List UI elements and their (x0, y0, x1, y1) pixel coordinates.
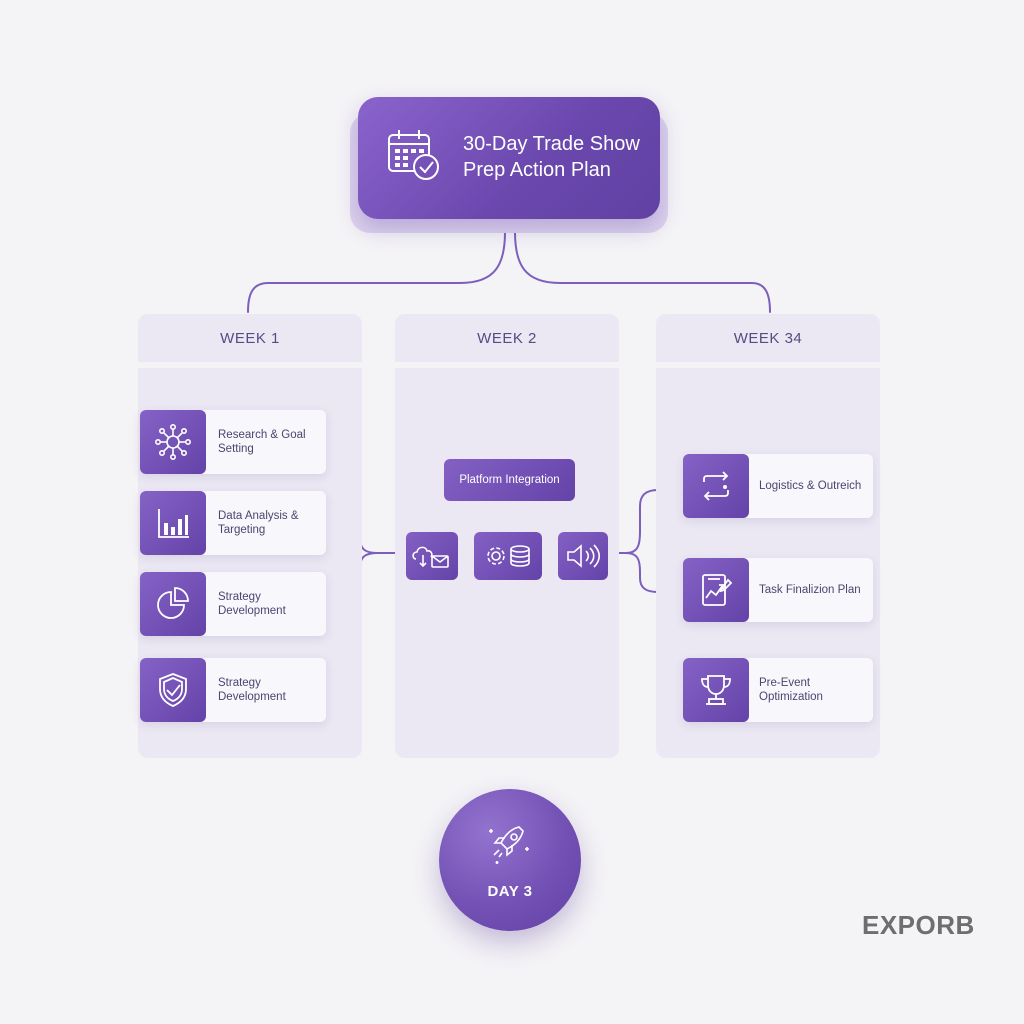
task-label: Data Analysis & Targeting (218, 510, 299, 536)
cloud-download-mail-icon (412, 546, 449, 568)
title-card: 30-Day Trade Show Prep Action Plan (358, 97, 660, 219)
brand-logo: EXPORB (862, 910, 975, 940)
week-2-header: WEEK 2 (395, 314, 619, 362)
task-label: Strategy Development (218, 591, 286, 617)
task-label: Pre-Event Optimization (759, 677, 823, 703)
task-label: Strategy Development (218, 677, 286, 703)
day-milestone-circle[interactable]: DAY 3 (439, 789, 581, 931)
task-finalization-plan[interactable]: Task Finalizion Plan (683, 558, 873, 622)
rocket-icon (489, 826, 529, 864)
swap-arrows-icon (683, 454, 749, 518)
shield-check-icon (140, 658, 206, 722)
task-pre-event-optimization[interactable]: Pre-Event Optimization (683, 658, 873, 722)
flow-node-speaker[interactable] (558, 532, 608, 580)
speaker-icon (567, 544, 601, 568)
network-hub-icon (140, 410, 206, 474)
task-logistics-outreach[interactable]: Logistics & Outreich (683, 454, 873, 518)
platform-integration-button[interactable]: Platform Integration (444, 459, 575, 501)
calendar-check-icon (388, 130, 439, 180)
task-strategy-development[interactable]: Strategy Development (140, 572, 326, 636)
gear-database-icon (487, 545, 530, 567)
task-strategy-development-2[interactable]: Strategy Development (140, 658, 326, 722)
task-label: Logistics & Outreich (759, 480, 862, 492)
trophy-icon (683, 658, 749, 722)
task-data-analysis-targeting[interactable]: Data Analysis & Targeting (140, 491, 326, 555)
task-label: Research & Goal Setting (218, 429, 306, 455)
day-label: DAY 3 (487, 883, 533, 900)
week-34-header: WEEK 34 (656, 314, 880, 362)
page-title: 30-Day Trade Show Prep Action Plan (463, 133, 640, 181)
pie-chart-icon (140, 572, 206, 636)
week-1-header: WEEK 1 (138, 314, 362, 362)
bar-chart-icon (140, 491, 206, 555)
task-label: Task Finalizion Plan (759, 584, 861, 596)
task-research-goal-setting[interactable]: Research & Goal Setting (140, 410, 326, 474)
flow-node-cloud-mail[interactable] (406, 532, 458, 580)
flow-node-gear-database[interactable] (474, 532, 542, 580)
tablet-chart-icon (683, 558, 749, 622)
